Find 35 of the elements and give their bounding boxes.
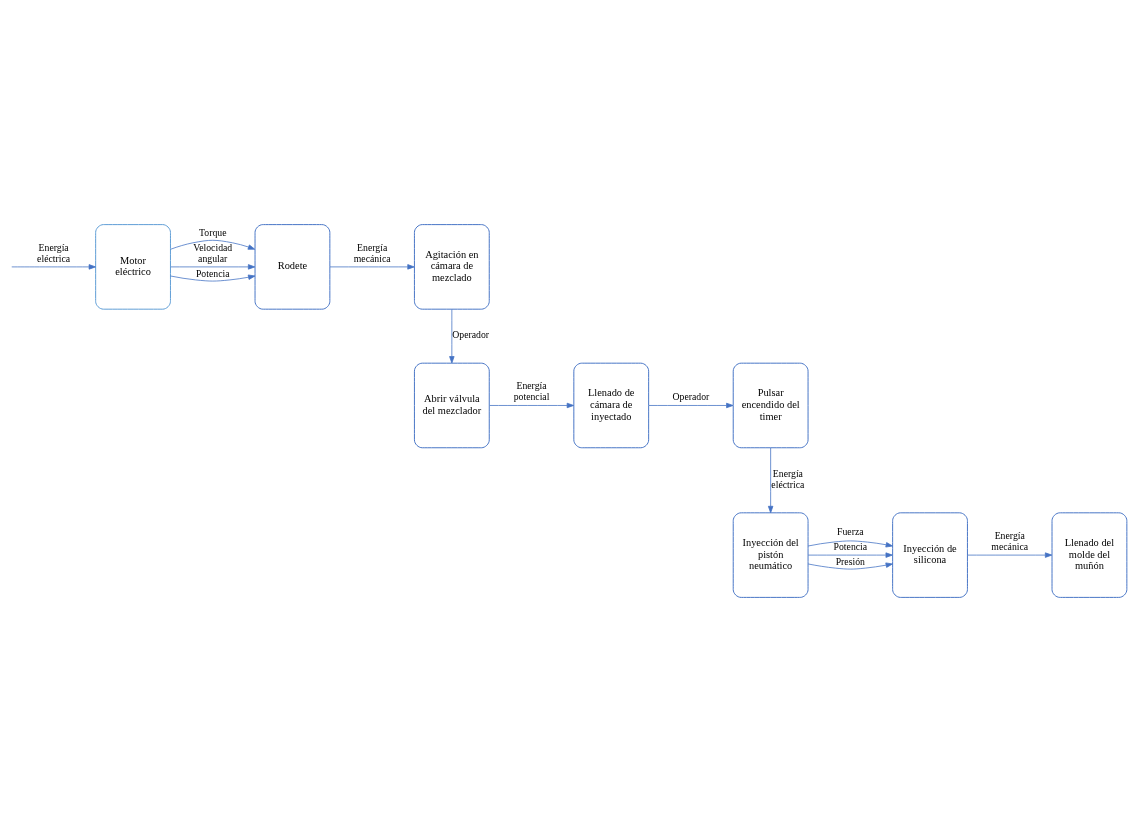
edge-label: Energía eléctrica: [37, 241, 71, 264]
arrow: [807, 552, 893, 558]
edge-label: Energía eléctrica: [771, 468, 805, 491]
arrow: [449, 308, 455, 364]
edge-label: Presión: [835, 555, 865, 567]
node-box: Llenado de cámara de inyectado: [573, 362, 650, 449]
edge-label: Energía mecánica: [353, 241, 391, 264]
edge-label: Velocidad angular: [193, 241, 233, 264]
edge-label: Potencia: [833, 540, 868, 552]
arrow: [648, 402, 734, 409]
arrow: [807, 540, 893, 548]
node-box: Agitación en cámara de mezclado: [413, 224, 490, 310]
arrow: [967, 552, 1053, 558]
node-box: Motor eléctrico: [95, 224, 171, 310]
arrow: [767, 447, 774, 514]
edge-label: Operador: [672, 391, 710, 403]
edge-label: Fuerza: [837, 525, 864, 537]
arrow: [489, 402, 575, 409]
edge-label: Energía potencial: [513, 380, 550, 403]
arrow: [170, 274, 256, 282]
arrow: [170, 239, 256, 250]
arrow: [11, 264, 96, 270]
edge-label: Potencia: [195, 267, 230, 279]
node-box: Rodete: [254, 224, 331, 310]
node-box: Inyección del pistón neumático: [732, 512, 809, 598]
edge-label: Energía mecánica: [991, 529, 1029, 552]
arrow: [807, 562, 893, 570]
node-box: Inyección de silicona: [892, 512, 968, 598]
arrow: [170, 264, 256, 270]
node-box: Pulsar encendido del timer: [732, 362, 809, 449]
edge-label: Torque: [199, 226, 227, 238]
edge-label: Operador: [452, 329, 490, 341]
arrow: [329, 264, 415, 270]
node-box: Abrir válvula del mezclador: [413, 362, 490, 449]
node-box: Llenado del molde del muñón: [1051, 512, 1128, 598]
